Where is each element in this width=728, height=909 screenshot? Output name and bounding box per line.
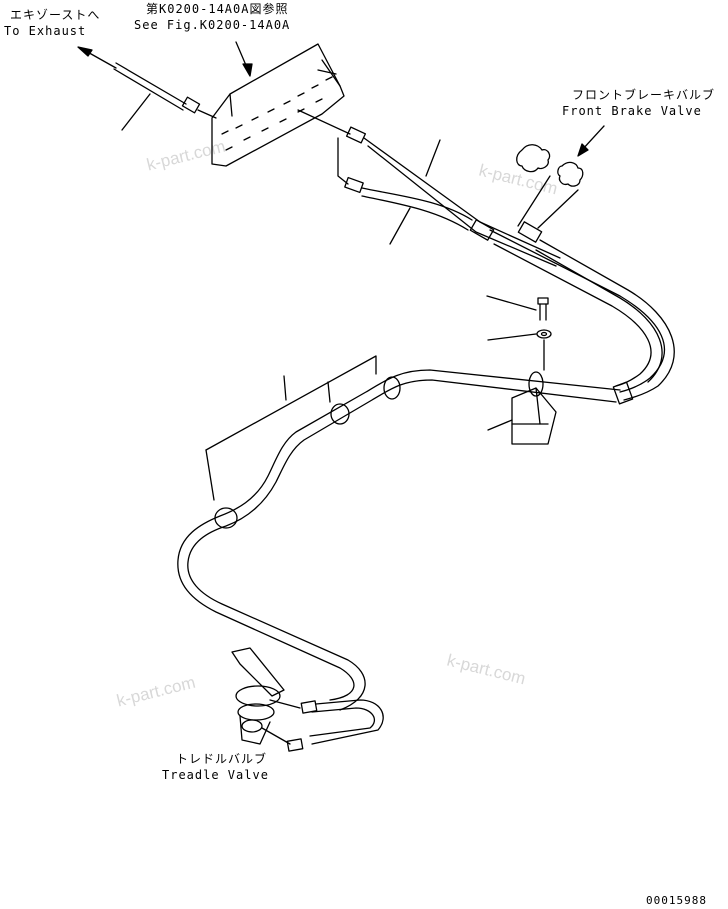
figure-reference-en: See Fig.K0200-14A0A xyxy=(134,18,291,32)
treadle-valve xyxy=(231,647,301,745)
figure-reference-jp: 第K0200-14A0A図参照 xyxy=(146,2,289,16)
front-brake-valve-jp: フロントブレーキバルブ xyxy=(572,88,716,102)
exhaust-arrow xyxy=(77,46,117,69)
front-brake-valve-en: Front Brake Valve xyxy=(562,104,702,118)
front-brake-valve xyxy=(516,144,584,229)
exhaust-label-en: To Exhaust xyxy=(4,24,87,38)
treadle-valve-jp: トレドルバルブ xyxy=(176,752,268,766)
pipe-clamps xyxy=(214,371,544,529)
treadle-pipe xyxy=(286,699,384,752)
figure-reference-arrow xyxy=(235,41,253,77)
upper-hose xyxy=(297,109,561,267)
bolt xyxy=(486,295,549,321)
main-brake-pipe xyxy=(177,369,621,711)
washer xyxy=(487,329,552,371)
clamp-bracket xyxy=(487,387,557,445)
bracket-assembly xyxy=(211,43,345,167)
exhaust-pipe xyxy=(113,62,217,131)
lower-hose xyxy=(337,137,473,245)
drawing-number: 00015988 xyxy=(646,894,707,907)
treadle-valve-en: Treadle Valve xyxy=(162,768,269,782)
front-brake-arrow xyxy=(577,125,605,157)
hose-fittings xyxy=(469,219,543,243)
right-loop-pipe xyxy=(489,229,675,405)
clamp-leader-lines xyxy=(205,355,377,501)
exhaust-label-jp: エキゾーストへ xyxy=(10,8,101,22)
